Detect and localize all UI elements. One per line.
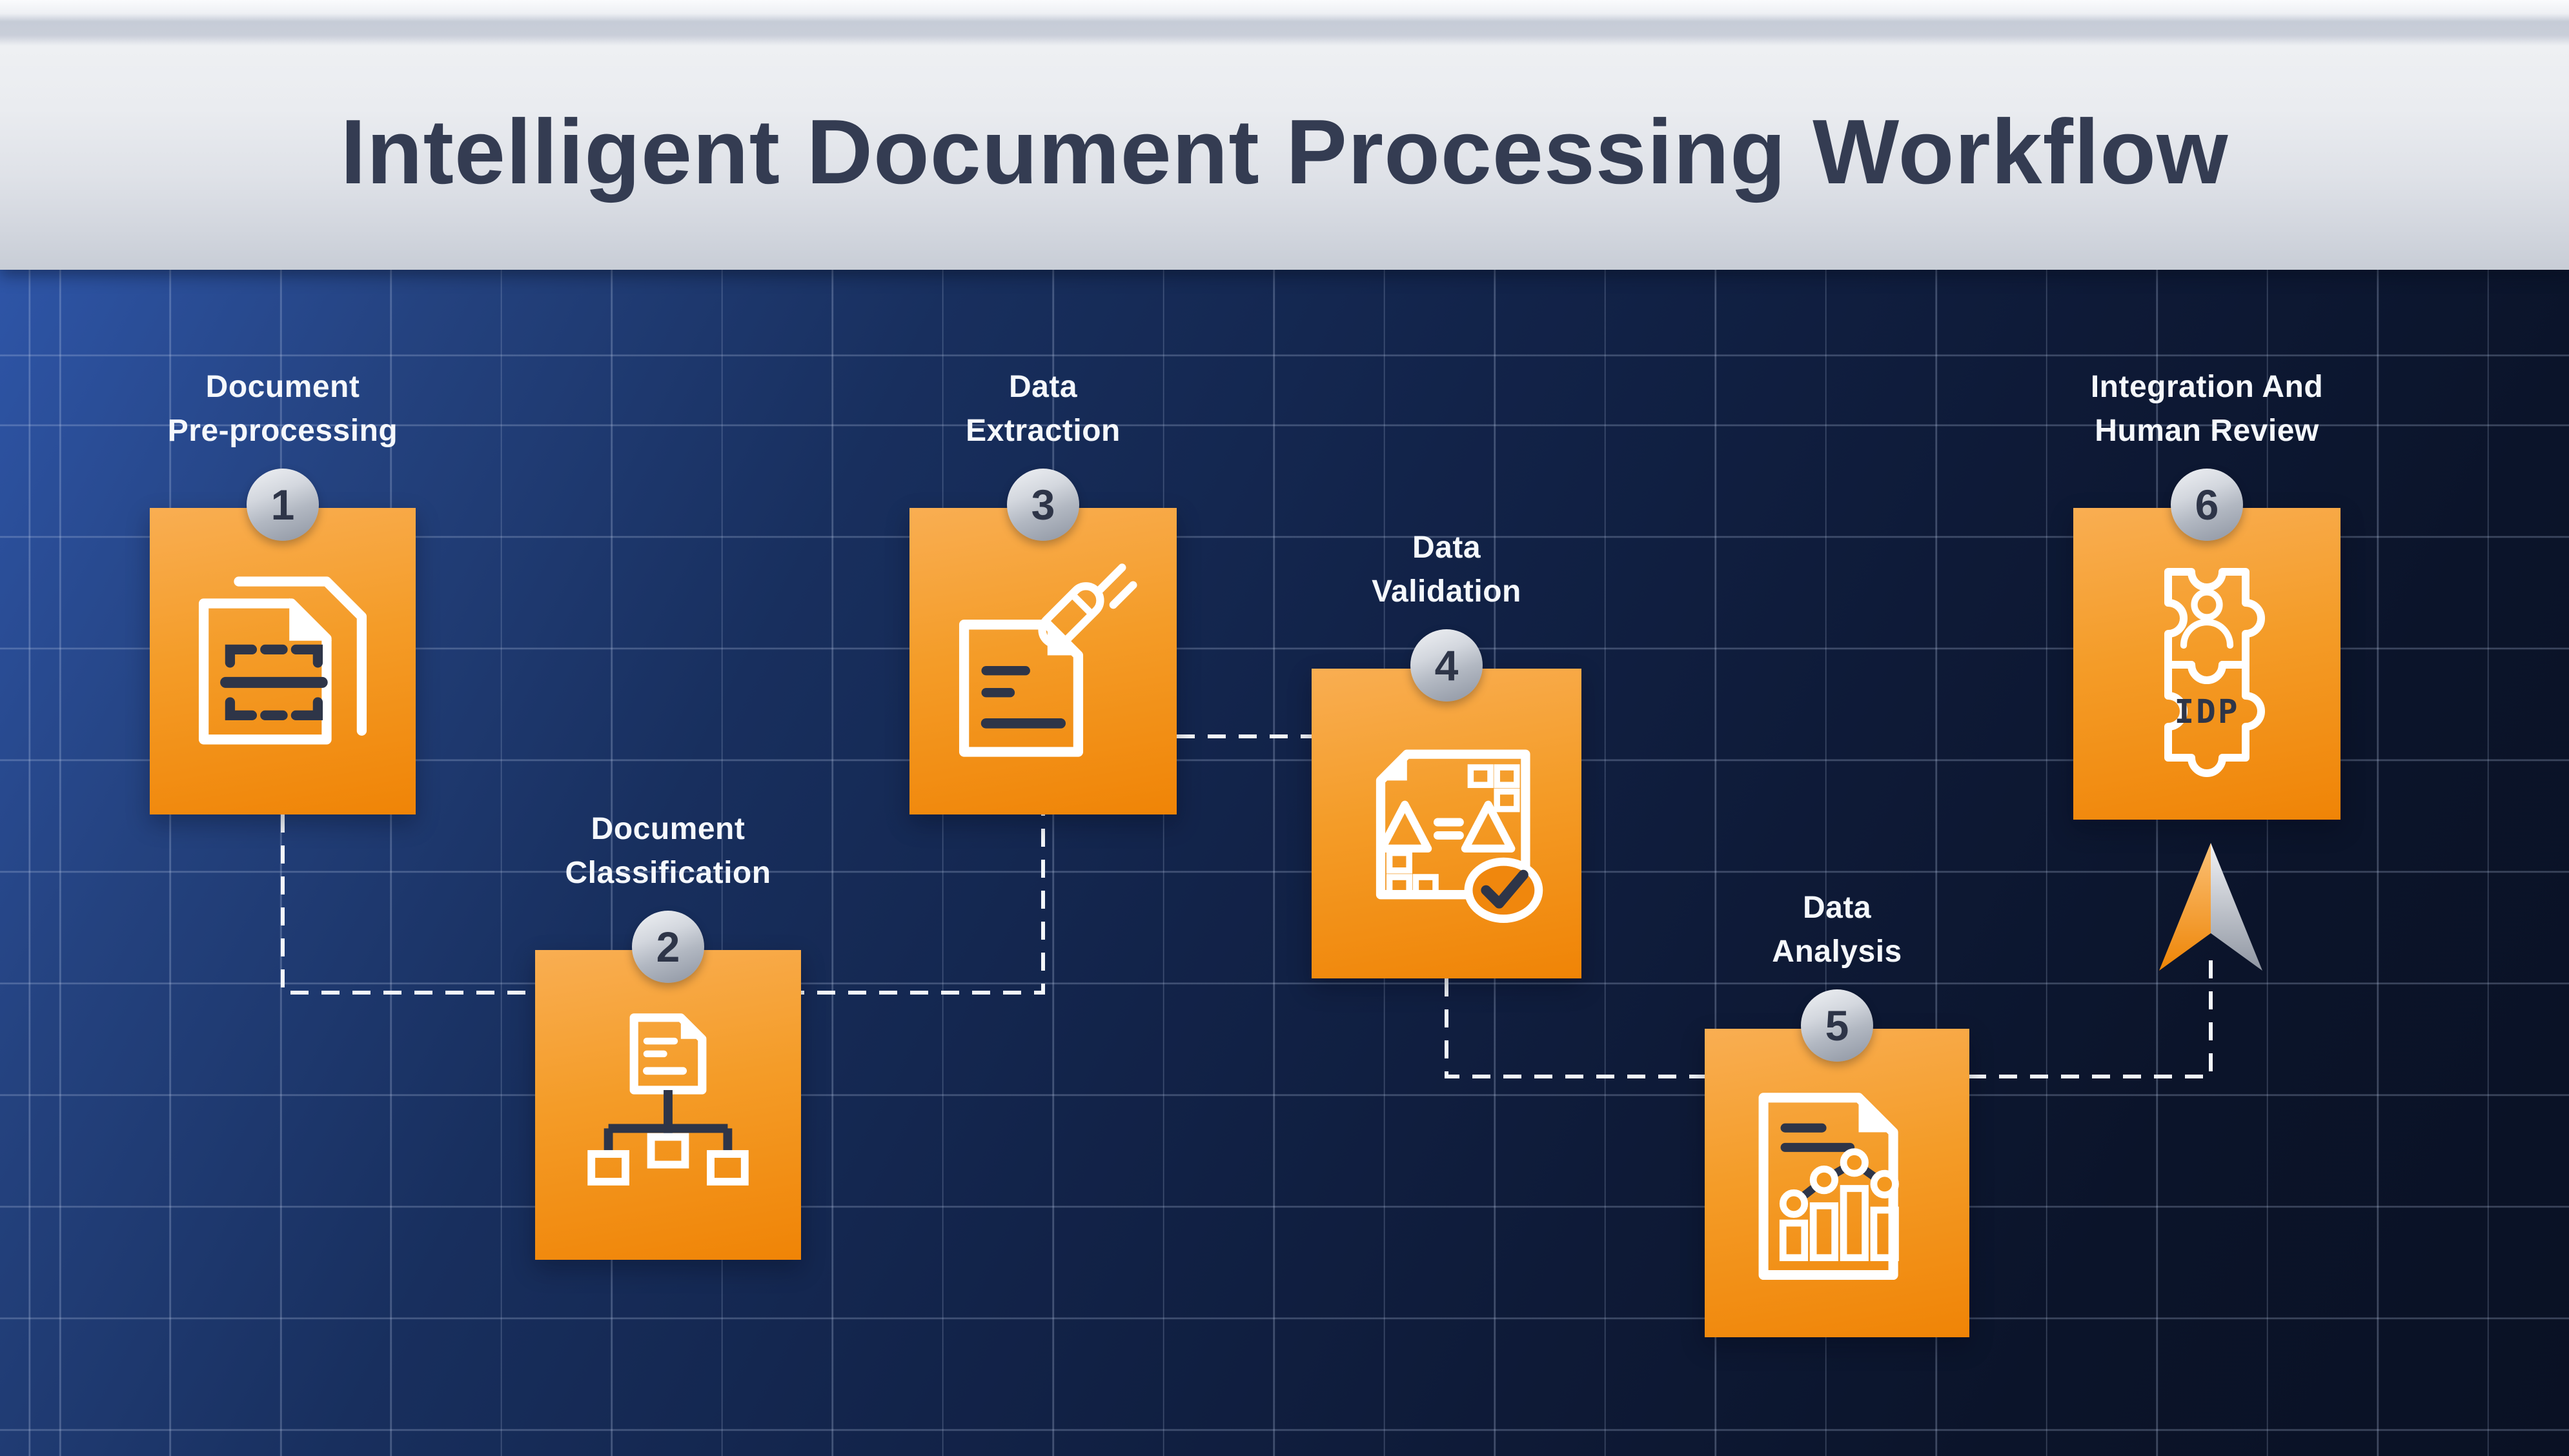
step-label-3: Data Extraction bbox=[966, 370, 1121, 448]
step-card-4 bbox=[1312, 669, 1581, 978]
scan-document-icon bbox=[198, 576, 367, 745]
step-card-5 bbox=[1705, 1029, 1969, 1337]
step-card-3 bbox=[909, 508, 1177, 814]
idp-label: IDP bbox=[2174, 693, 2239, 731]
step-badge-6: 6 bbox=[2171, 469, 2243, 541]
step-badge-1: 1 bbox=[247, 469, 319, 541]
classification-tree-icon bbox=[587, 1013, 749, 1186]
step-badge-3: 3 bbox=[1007, 469, 1079, 541]
step-label-4: Data Validation bbox=[1372, 531, 1521, 609]
step-badge-4: 4 bbox=[1410, 629, 1483, 702]
step-card-2 bbox=[535, 950, 801, 1260]
flow-arrow-icon bbox=[2159, 843, 2262, 971]
step-card-1 bbox=[150, 508, 416, 814]
step-label-2: Document Classification bbox=[565, 812, 771, 890]
data-extraction-icon bbox=[959, 563, 1137, 757]
data-analysis-icon bbox=[1758, 1093, 1899, 1280]
step-badge-2: 2 bbox=[632, 911, 704, 983]
step-label-1: Document Pre-processing bbox=[167, 370, 398, 448]
data-validation-icon bbox=[1376, 749, 1543, 924]
page-title: Intelligent Document Processing Workflow bbox=[340, 101, 2229, 203]
puzzle-idp-icon: IDP bbox=[2164, 568, 2265, 777]
grid-background bbox=[0, 270, 2569, 1456]
step-label-5: Data Analysis bbox=[1772, 891, 1902, 969]
step-card-6: IDP bbox=[2073, 508, 2341, 820]
header: Intelligent Document Processing Workflow bbox=[0, 0, 2569, 270]
step-badge-5: 5 bbox=[1801, 989, 1873, 1062]
step-label-6: Integration And Human Review bbox=[2090, 370, 2324, 448]
